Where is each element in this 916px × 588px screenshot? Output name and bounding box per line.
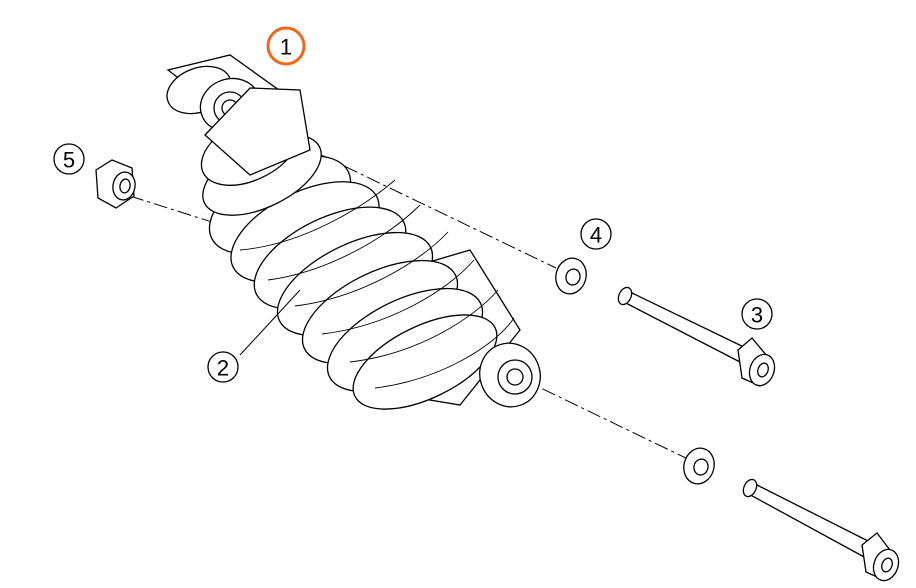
callout-5: 5 xyxy=(53,143,85,175)
top-mount-cone xyxy=(204,87,311,176)
callout-1-ring xyxy=(266,26,306,66)
washer-lower xyxy=(683,447,715,485)
spring-inner-lines xyxy=(239,179,515,389)
callout-5-label: 5 xyxy=(63,148,75,173)
spring-coils xyxy=(208,155,498,410)
washers xyxy=(555,257,715,485)
callout-3: 3 xyxy=(741,298,773,330)
callout-2-label: 2 xyxy=(217,356,229,381)
callout-2: 2 xyxy=(207,351,239,383)
axis-line-lower-bolt xyxy=(519,377,691,461)
callout-2-ring xyxy=(207,351,239,383)
callout-3-ring xyxy=(741,298,773,330)
bolts xyxy=(617,286,900,582)
callout-5-ring xyxy=(53,143,85,175)
bolt-upper xyxy=(617,286,776,387)
lower-eye-bearing-inner xyxy=(506,368,524,386)
leader-line-2 xyxy=(239,289,301,356)
axis-line-nut xyxy=(129,195,301,251)
washer-upper xyxy=(555,257,587,295)
callout-1: 1 xyxy=(266,26,306,66)
callout-1-label: 1 xyxy=(280,35,292,60)
callout-4: 4 xyxy=(580,218,612,250)
callout-4-label: 4 xyxy=(590,223,602,248)
callout-3-label: 3 xyxy=(751,303,763,328)
bolt-lower xyxy=(742,478,900,582)
callout-4-ring xyxy=(580,218,612,250)
shock-absorber xyxy=(166,54,541,410)
nut xyxy=(95,159,136,209)
